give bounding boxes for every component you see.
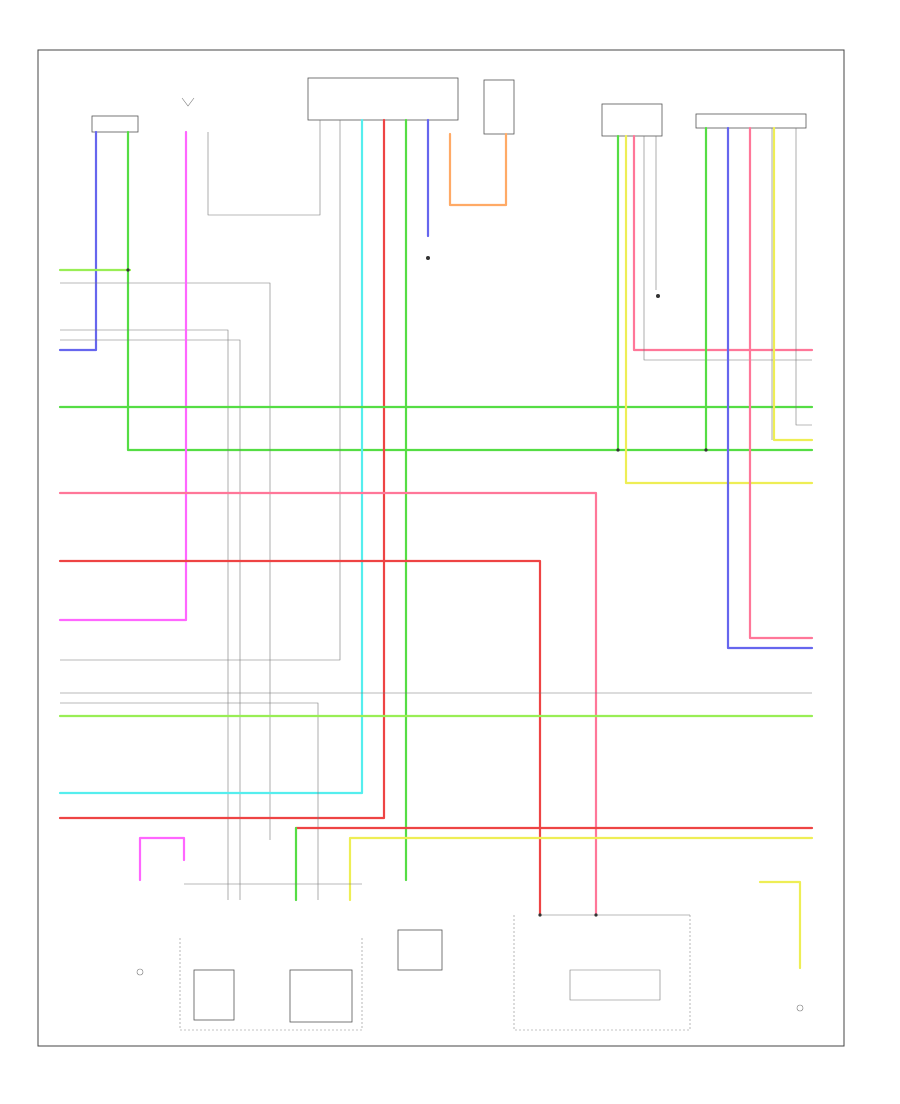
wire-grey-box3 xyxy=(60,120,341,661)
wire-pink xyxy=(58,130,188,622)
wire-cyan xyxy=(58,118,364,795)
junction-dot xyxy=(426,256,430,260)
wire-red-mid xyxy=(58,559,542,917)
wire-blue-r2 xyxy=(726,126,814,650)
wire-red xyxy=(58,118,386,820)
wires xyxy=(58,118,814,970)
bottom-inner-box-2 xyxy=(193,969,235,1021)
wire-lightred xyxy=(58,491,598,917)
wire-lightred-r2 xyxy=(748,126,814,640)
junction-dot xyxy=(656,294,660,298)
bottom-right-inner xyxy=(569,969,661,1001)
junction-dots xyxy=(126,256,708,917)
component-box-4 xyxy=(483,79,515,135)
connector-symbol-2 xyxy=(181,97,195,107)
diagram-frame xyxy=(37,49,845,1047)
wire-dark-2 xyxy=(60,702,319,900)
wire-orange xyxy=(448,132,508,207)
junction-dot xyxy=(704,448,708,452)
wire-lightred-r1 xyxy=(632,134,814,352)
ground-symbol-left xyxy=(136,968,144,976)
junction-dot xyxy=(594,913,598,917)
wire-yellow-r2 xyxy=(772,126,814,442)
component-box-3 xyxy=(307,77,459,121)
component-box-5 xyxy=(601,103,663,137)
wire-yellow-bottom xyxy=(348,836,814,902)
wire-grey-2 xyxy=(60,329,229,900)
wire-grey-1 xyxy=(60,282,271,840)
wire-grey-box2 xyxy=(207,120,321,216)
bottom-components xyxy=(136,883,804,1031)
junction-dot xyxy=(538,913,542,917)
bottom-component-middle xyxy=(397,929,443,971)
component-box-6 xyxy=(695,113,807,129)
ground-symbol-right xyxy=(796,1004,804,1012)
bottom-box-left xyxy=(179,938,363,1031)
wire-yellow-right xyxy=(758,880,802,970)
wire-dark-r1 xyxy=(643,136,812,361)
top-components xyxy=(91,77,807,137)
wire-green-left xyxy=(126,130,814,452)
junction-dot xyxy=(126,268,130,272)
wire-grey-3 xyxy=(60,339,241,900)
component-box-1 xyxy=(91,115,139,133)
junction-dot xyxy=(616,448,620,452)
wire-dark-r3 xyxy=(795,128,812,426)
wire-pink-bottom xyxy=(138,836,186,882)
wire-blue-left xyxy=(58,130,98,352)
wire-yellow-r1 xyxy=(624,134,814,485)
bottom-inner-box-1 xyxy=(289,969,353,1023)
bottom-box-right xyxy=(513,915,691,1031)
